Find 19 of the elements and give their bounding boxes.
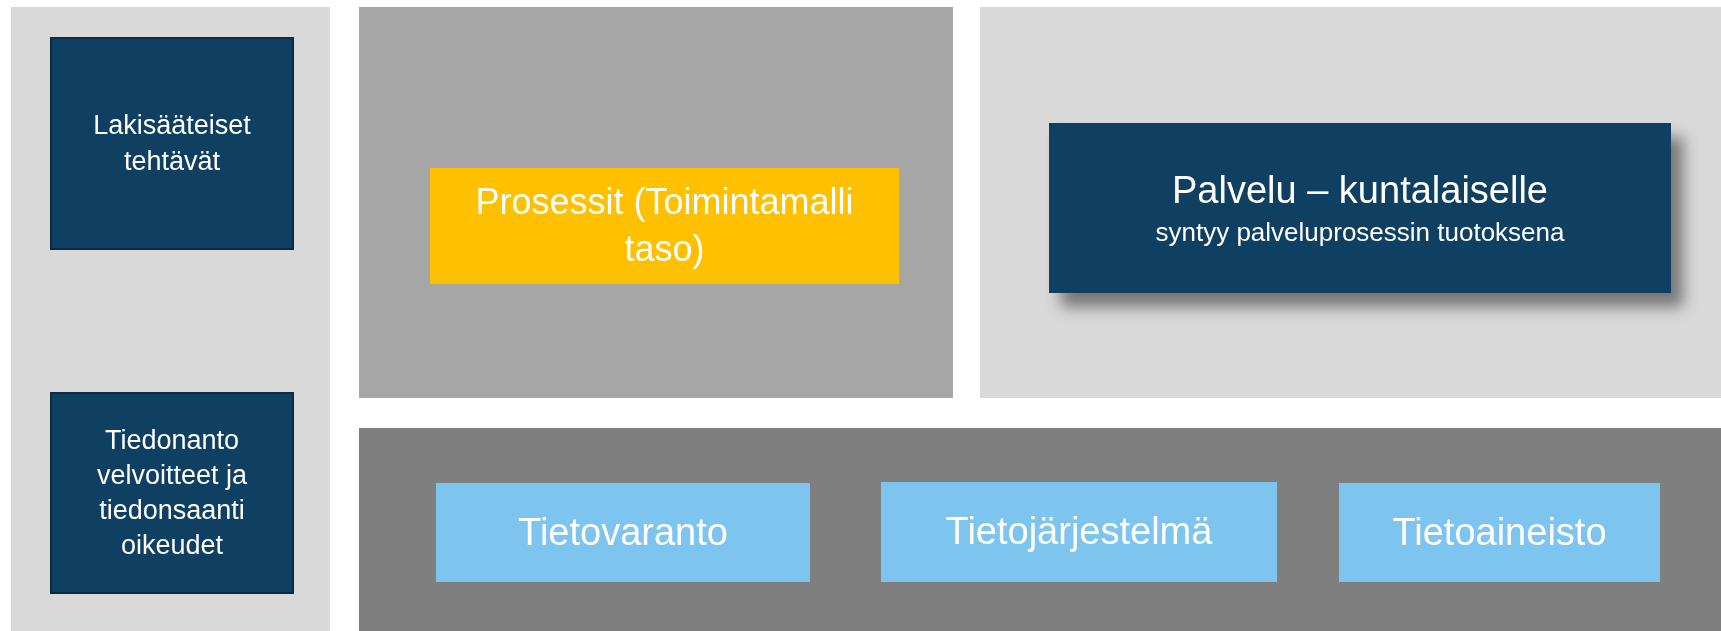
node-label: Prosessit (Toimintamalli taso)	[474, 180, 855, 271]
node-label: Tiedonanto velvoitteet ja tiedonsaanti oikeudet	[95, 423, 249, 563]
data-panel	[359, 428, 1721, 631]
node-label: Lakisääteiset tehtävät	[92, 109, 252, 178]
service-panel	[980, 7, 1721, 398]
data-box	[881, 482, 1277, 582]
node-subtitle: syntyy palveluprosessin tuotoksena	[1154, 215, 1566, 249]
task-box	[50, 392, 294, 594]
side-panel	[11, 7, 330, 631]
node-label: Tietovaranto	[517, 509, 729, 555]
node-label: Tietoaineisto	[1391, 509, 1608, 555]
service-box	[1049, 123, 1671, 293]
data-box	[436, 483, 810, 582]
process-panel	[359, 7, 953, 398]
node-label: Tietojärjestelmä	[944, 509, 1214, 555]
data-box	[1339, 483, 1660, 582]
process-box	[430, 168, 899, 284]
task-box	[50, 37, 294, 250]
node-label: Palvelu – kuntalaiselle	[1171, 168, 1549, 214]
